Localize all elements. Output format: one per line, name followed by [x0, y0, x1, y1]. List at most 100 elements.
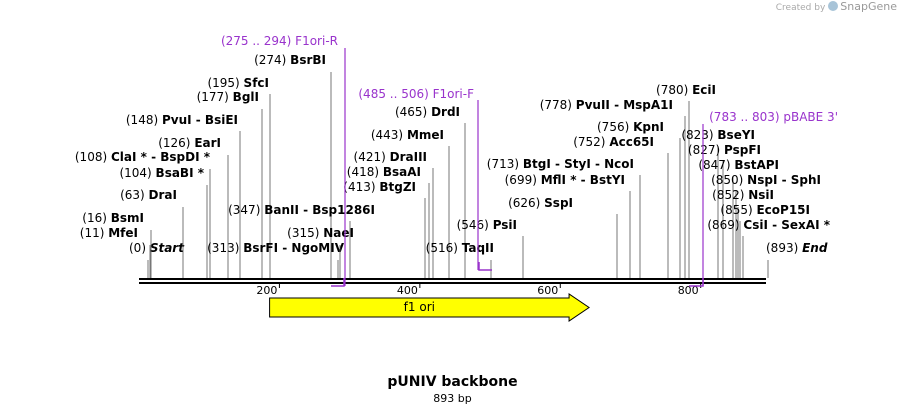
site-position: (418)	[347, 165, 383, 179]
axis-tick-label: 600	[537, 284, 558, 297]
site-enzyme-name: Acc65I	[609, 135, 654, 149]
site-label: (713) BtgI - StyI - NcoI	[487, 157, 634, 171]
site-enzyme-name: NsiI	[748, 188, 774, 202]
site-enzyme-name: PvuI - BsiEI	[162, 113, 238, 127]
site-label: (195) SfcI	[207, 76, 269, 90]
site-enzyme-name: BstAPI	[734, 158, 779, 172]
site-position: (104)	[119, 166, 155, 180]
site-enzyme-name: MfeI	[108, 226, 138, 240]
site-position: (421)	[354, 150, 390, 164]
site-label: (546) PsiI	[457, 218, 517, 232]
site-label: (313) BsrFI - NgoMIV	[207, 241, 345, 255]
site-position: (16)	[82, 211, 110, 225]
site-enzyme-name: BseYI	[717, 128, 755, 142]
site-enzyme-name: SfcI	[244, 76, 269, 90]
site-position: (847)	[698, 158, 734, 172]
site-label: (126) EarI	[158, 136, 221, 150]
feature-arrow-f1-ori	[269, 293, 590, 322]
site-enzyme-name: BsmI	[111, 211, 144, 225]
site-enzyme-name: MmeI	[407, 128, 444, 142]
axis-tick-label: 400	[397, 284, 418, 297]
site-label: (315) NaeI	[287, 226, 354, 240]
site-position: (850)	[711, 173, 747, 187]
site-enzyme-name: PvuII - MspA1I	[576, 98, 673, 112]
site-position: (443)	[371, 128, 407, 142]
site-label: (148) PvuI - BsiEI	[126, 113, 238, 127]
site-position: (11)	[80, 226, 108, 240]
site-enzyme-name: BtgI - StyI - NcoI	[523, 157, 634, 171]
site-enzyme-name: KpnI	[633, 120, 664, 134]
feature-label: f1 ori	[404, 300, 435, 314]
site-label: (347) BanII - Bsp1286I	[228, 203, 375, 217]
site-label: (413) BtgZI	[343, 180, 416, 194]
site-enzyme-name: NaeI	[323, 226, 354, 240]
site-position: (274)	[254, 53, 290, 67]
primer-bracket	[478, 262, 492, 271]
primer-bracket	[689, 278, 704, 287]
axis-tick-label: 800	[678, 284, 699, 297]
site-label: (0) Start	[129, 241, 185, 255]
site-position: (780)	[656, 83, 692, 97]
site-position: (148)	[126, 113, 162, 127]
site-enzyme-name: BanII - Bsp1286I	[264, 203, 375, 217]
map-title-block: pUNIV backbone 893 bp	[0, 374, 905, 405]
site-enzyme-name: End	[802, 241, 828, 255]
site-enzyme-name: EcoP15I	[756, 203, 810, 217]
site-label: (852) NsiI	[712, 188, 774, 202]
site-label: (847) BstAPI	[698, 158, 779, 172]
site-label: (516) TaqII	[426, 241, 494, 255]
primer-label: (275 .. 294) F1ori-R	[221, 34, 338, 48]
site-position: (546)	[457, 218, 493, 232]
site-enzyme-name: BsrBI	[290, 53, 326, 67]
site-label: (823) BseYI	[681, 128, 755, 142]
site-enzyme-name: BglI	[233, 90, 259, 104]
watermark-prefix: Created by	[775, 3, 826, 13]
site-position: (869)	[707, 218, 743, 232]
site-position: (823)	[681, 128, 717, 142]
site-enzyme-name: Start	[150, 241, 185, 255]
site-position: (827)	[688, 143, 724, 157]
site-label: (893) End	[766, 241, 828, 255]
site-label: (850) NspI - SphI	[711, 173, 821, 187]
site-label: (756) KpnI	[597, 120, 664, 134]
site-position: (126)	[158, 136, 194, 150]
site-position: (855)	[720, 203, 756, 217]
site-label: (699) MflI * - BstYI	[505, 173, 625, 187]
site-label: (752) Acc65I	[573, 135, 654, 149]
site-position: (413)	[343, 180, 379, 194]
site-enzyme-name: ClaI * - BspDI *	[111, 150, 211, 164]
site-label: (16) BsmI	[82, 211, 144, 225]
site-enzyme-name: DrdI	[431, 105, 460, 119]
site-label: (11) MfeI	[80, 226, 138, 240]
site-position: (893)	[766, 241, 802, 255]
site-position: (347)	[228, 203, 264, 217]
site-position: (699)	[505, 173, 541, 187]
site-label: (626) SspI	[508, 196, 573, 210]
primer-label: (485 .. 506) F1ori-F	[358, 87, 474, 101]
site-enzyme-name: MflI * - BstYI	[541, 173, 625, 187]
site-enzyme-name: EciI	[692, 83, 716, 97]
site-label: (104) BsaBI *	[119, 166, 204, 180]
primer-bracket	[331, 278, 345, 287]
site-enzyme-name: DraIII	[390, 150, 427, 164]
site-label: (869) CsiI - SexAI *	[707, 218, 830, 232]
map-title: pUNIV backbone	[387, 374, 518, 390]
site-label: (421) DraIII	[354, 150, 427, 164]
site-enzyme-name: PspFI	[724, 143, 761, 157]
snapgene-logo-icon	[828, 1, 839, 11]
site-position: (465)	[395, 105, 431, 119]
site-label: (63) DraI	[120, 188, 177, 202]
primer-label: (783 .. 803) pBABE 3'	[709, 110, 838, 124]
site-position: (713)	[487, 157, 523, 171]
site-position: (752)	[573, 135, 609, 149]
site-label: (443) MmeI	[371, 128, 444, 142]
site-label: (177) BglI	[197, 90, 259, 104]
site-label: (274) BsrBI	[254, 53, 326, 67]
site-enzyme-name: BsaAI	[383, 165, 421, 179]
site-position: (626)	[508, 196, 544, 210]
site-position: (516)	[426, 241, 462, 255]
site-position: (0)	[129, 241, 150, 255]
site-enzyme-name: SspI	[544, 196, 573, 210]
